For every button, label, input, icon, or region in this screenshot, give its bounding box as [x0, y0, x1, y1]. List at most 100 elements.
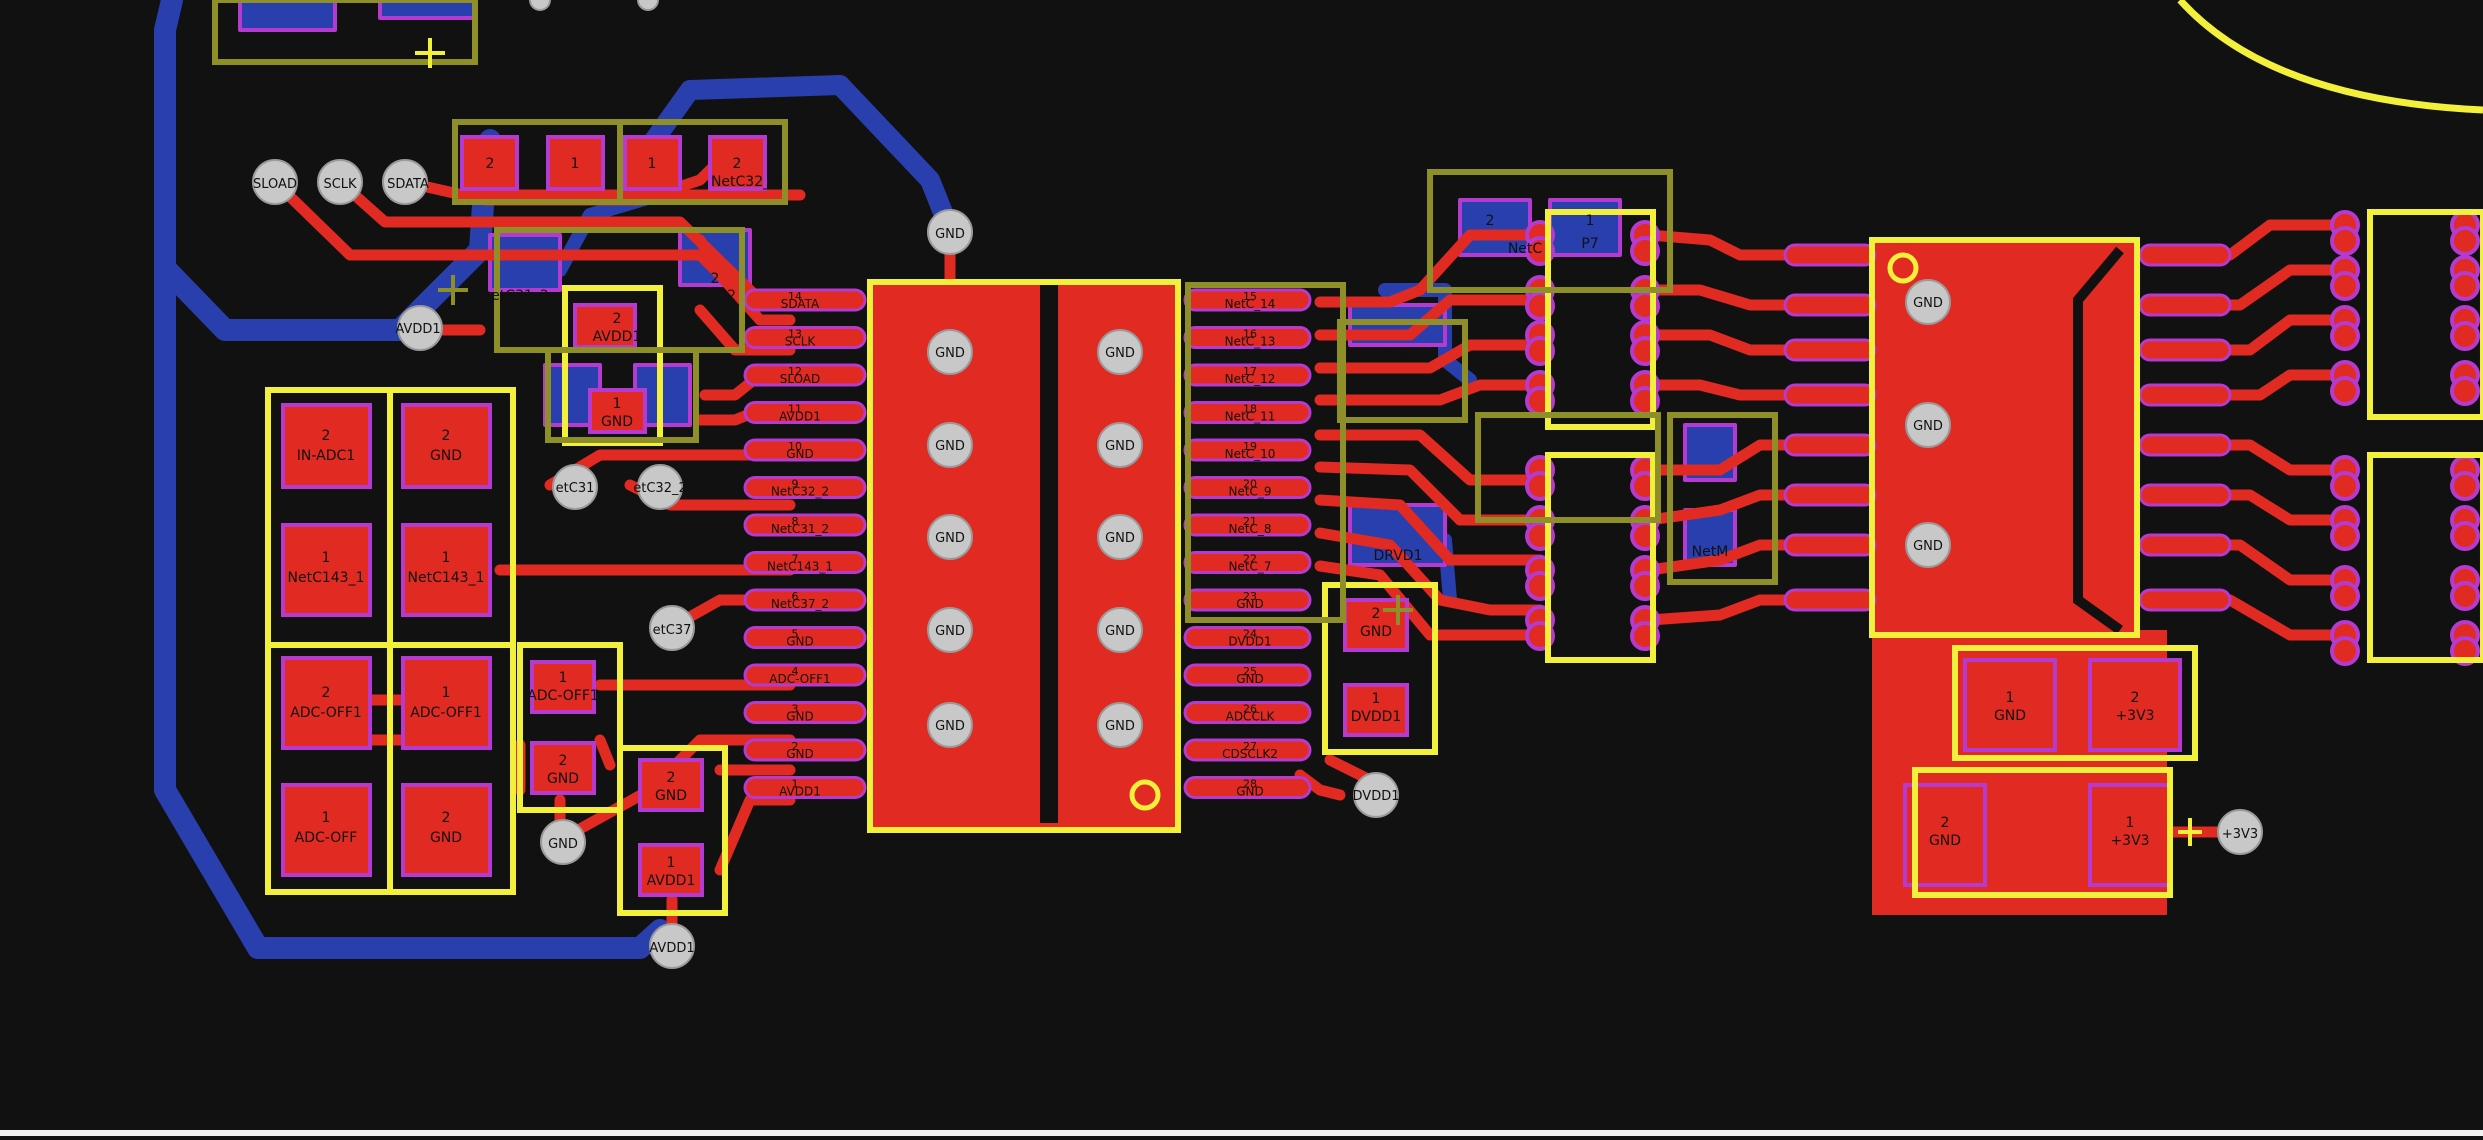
- via: [1905, 279, 1951, 325]
- outline-header-top: [212, 0, 478, 65]
- label-gnd: GND: [1382, 348, 1414, 364]
- trace-right-bus-3: [1314, 339, 1546, 374]
- outline-avdd1-low: [617, 745, 728, 916]
- trace-mid-5: [1644, 439, 1806, 476]
- outline-chip-a: [1545, 209, 1656, 430]
- pad-gnd-3v3-1: [1963, 658, 2057, 752]
- pad-gnd-avdd-2: [638, 758, 704, 812]
- ic-thermal-via: [1097, 329, 1143, 375]
- ic-right-pin-column: 15NetC_1416NetC_1317NetC_1218NetC_1119Ne…: [1183, 288, 1312, 799]
- arc-connector: [2177, 0, 2483, 114]
- olive-outlines: [212, 0, 1778, 623]
- crosshair: [415, 38, 445, 68]
- ic-thermal-via: [927, 514, 973, 560]
- ic-left-pin-pad: [743, 513, 867, 537]
- via: [540, 819, 586, 865]
- regulator-left-pad: [1783, 293, 1877, 317]
- outline-rn: [1185, 282, 1346, 623]
- outline-adc-off1-small: [517, 642, 623, 813]
- ic-thermal-via: [927, 607, 973, 653]
- outline-3v3-low: [1912, 767, 2173, 898]
- ic-left-pin-pad: [743, 776, 867, 799]
- ic-thermal-via: [927, 422, 973, 468]
- via: [552, 464, 598, 510]
- ic-right-pin-pad: [1183, 701, 1312, 724]
- pad-gnd-1top: [588, 388, 647, 434]
- ic-left-pin-pad: [743, 551, 867, 574]
- via: [252, 159, 298, 205]
- regulator-left-pad: [1783, 383, 1877, 407]
- chip-pad: [2330, 471, 2360, 501]
- outline-rn3: [1475, 412, 1661, 523]
- outline-p7: [1427, 169, 1673, 293]
- silkscreen-outlines: [265, 0, 2483, 916]
- ic-left-pin-pad: [743, 401, 867, 424]
- via: [382, 159, 428, 205]
- regulator-pin1-marker: [1887, 252, 1919, 284]
- regulator-right-pad: [2138, 533, 2232, 557]
- pad-header-1b: [623, 135, 682, 191]
- regulator-right-pad: [2138, 433, 2232, 457]
- pad-adc-off1-1: [401, 656, 492, 750]
- trace-mid-2: [1644, 284, 1806, 311]
- trace-right-bus-8: [1314, 527, 1546, 616]
- regulator-right-pad: [2138, 243, 2232, 267]
- ic-right-pin-pad: [1183, 588, 1312, 612]
- pad-gnd-2: [401, 403, 492, 489]
- outline-3v3-top: [1952, 645, 2198, 761]
- pad-adc-off1-2: [281, 656, 372, 750]
- pad-in-adc1-2: [281, 403, 372, 489]
- ic-thermal-via: [1097, 702, 1143, 748]
- chip-pad: [2450, 226, 2480, 256]
- chip-pad: [2330, 581, 2360, 611]
- via: [1353, 772, 1399, 818]
- crosshair: [438, 275, 468, 305]
- bottom-trace-loop: [154, 257, 671, 959]
- trace-right-bus-2: [1314, 294, 1546, 341]
- ic-right-pin-pad: [1183, 551, 1312, 574]
- chip-pad: [2450, 271, 2480, 301]
- ic-left-pin-pad: [743, 326, 867, 349]
- trace-mid-7: [1644, 539, 1806, 576]
- trace-avdd-b: [714, 794, 796, 876]
- origin-markers: [415, 38, 2202, 846]
- pad-avdd1-1: [638, 843, 704, 897]
- ic-left-pin-column: 14SDATA13SCLK12SLOAD11AVDD110GND9NetC32_…: [743, 288, 867, 799]
- pad-header-2b: [708, 135, 767, 191]
- pad-header-2: [460, 135, 519, 191]
- bottom-pad: [488, 233, 562, 292]
- pad-avdd1-2top: [573, 303, 637, 349]
- right-pin-column: [2330, 210, 2480, 666]
- via: [529, 0, 551, 11]
- smd-pads: [281, 135, 2182, 897]
- ic-right-pin-pad: [1183, 663, 1312, 687]
- trace-mid-3: [1644, 329, 1806, 356]
- outline-regulator: [1869, 237, 2140, 638]
- chip-pad: [2450, 581, 2480, 611]
- ic-left-pin-pad: [743, 476, 867, 499]
- vias: [252, 0, 2263, 969]
- trace-mid-6: [1644, 489, 1806, 526]
- regulator-right-pad: [2138, 293, 2232, 317]
- pad-gnd-2c: [1903, 783, 1987, 887]
- ic-right-pin-pad: [1183, 363, 1312, 387]
- ic-right-pin-pad: [1183, 738, 1312, 762]
- chip-pad: [2330, 271, 2360, 301]
- chip-pad: [2450, 321, 2480, 351]
- via: [317, 159, 363, 205]
- outline-rn4: [1667, 412, 1778, 585]
- chip-pad: [2330, 521, 2360, 551]
- ic-thermal-via: [927, 329, 973, 375]
- regulator-left-pad: [1783, 588, 1877, 612]
- via: [649, 923, 695, 969]
- ic-right-pin-pad: [1183, 326, 1312, 349]
- crosshair: [1383, 595, 1413, 625]
- ic-right-pin-pad: [1183, 438, 1312, 462]
- chip-pad: [2450, 376, 2480, 406]
- outline-chip-c: [2367, 209, 2483, 420]
- ic-left-pin-pad: [743, 738, 867, 762]
- chip-pad: [2450, 521, 2480, 551]
- via: [637, 0, 659, 11]
